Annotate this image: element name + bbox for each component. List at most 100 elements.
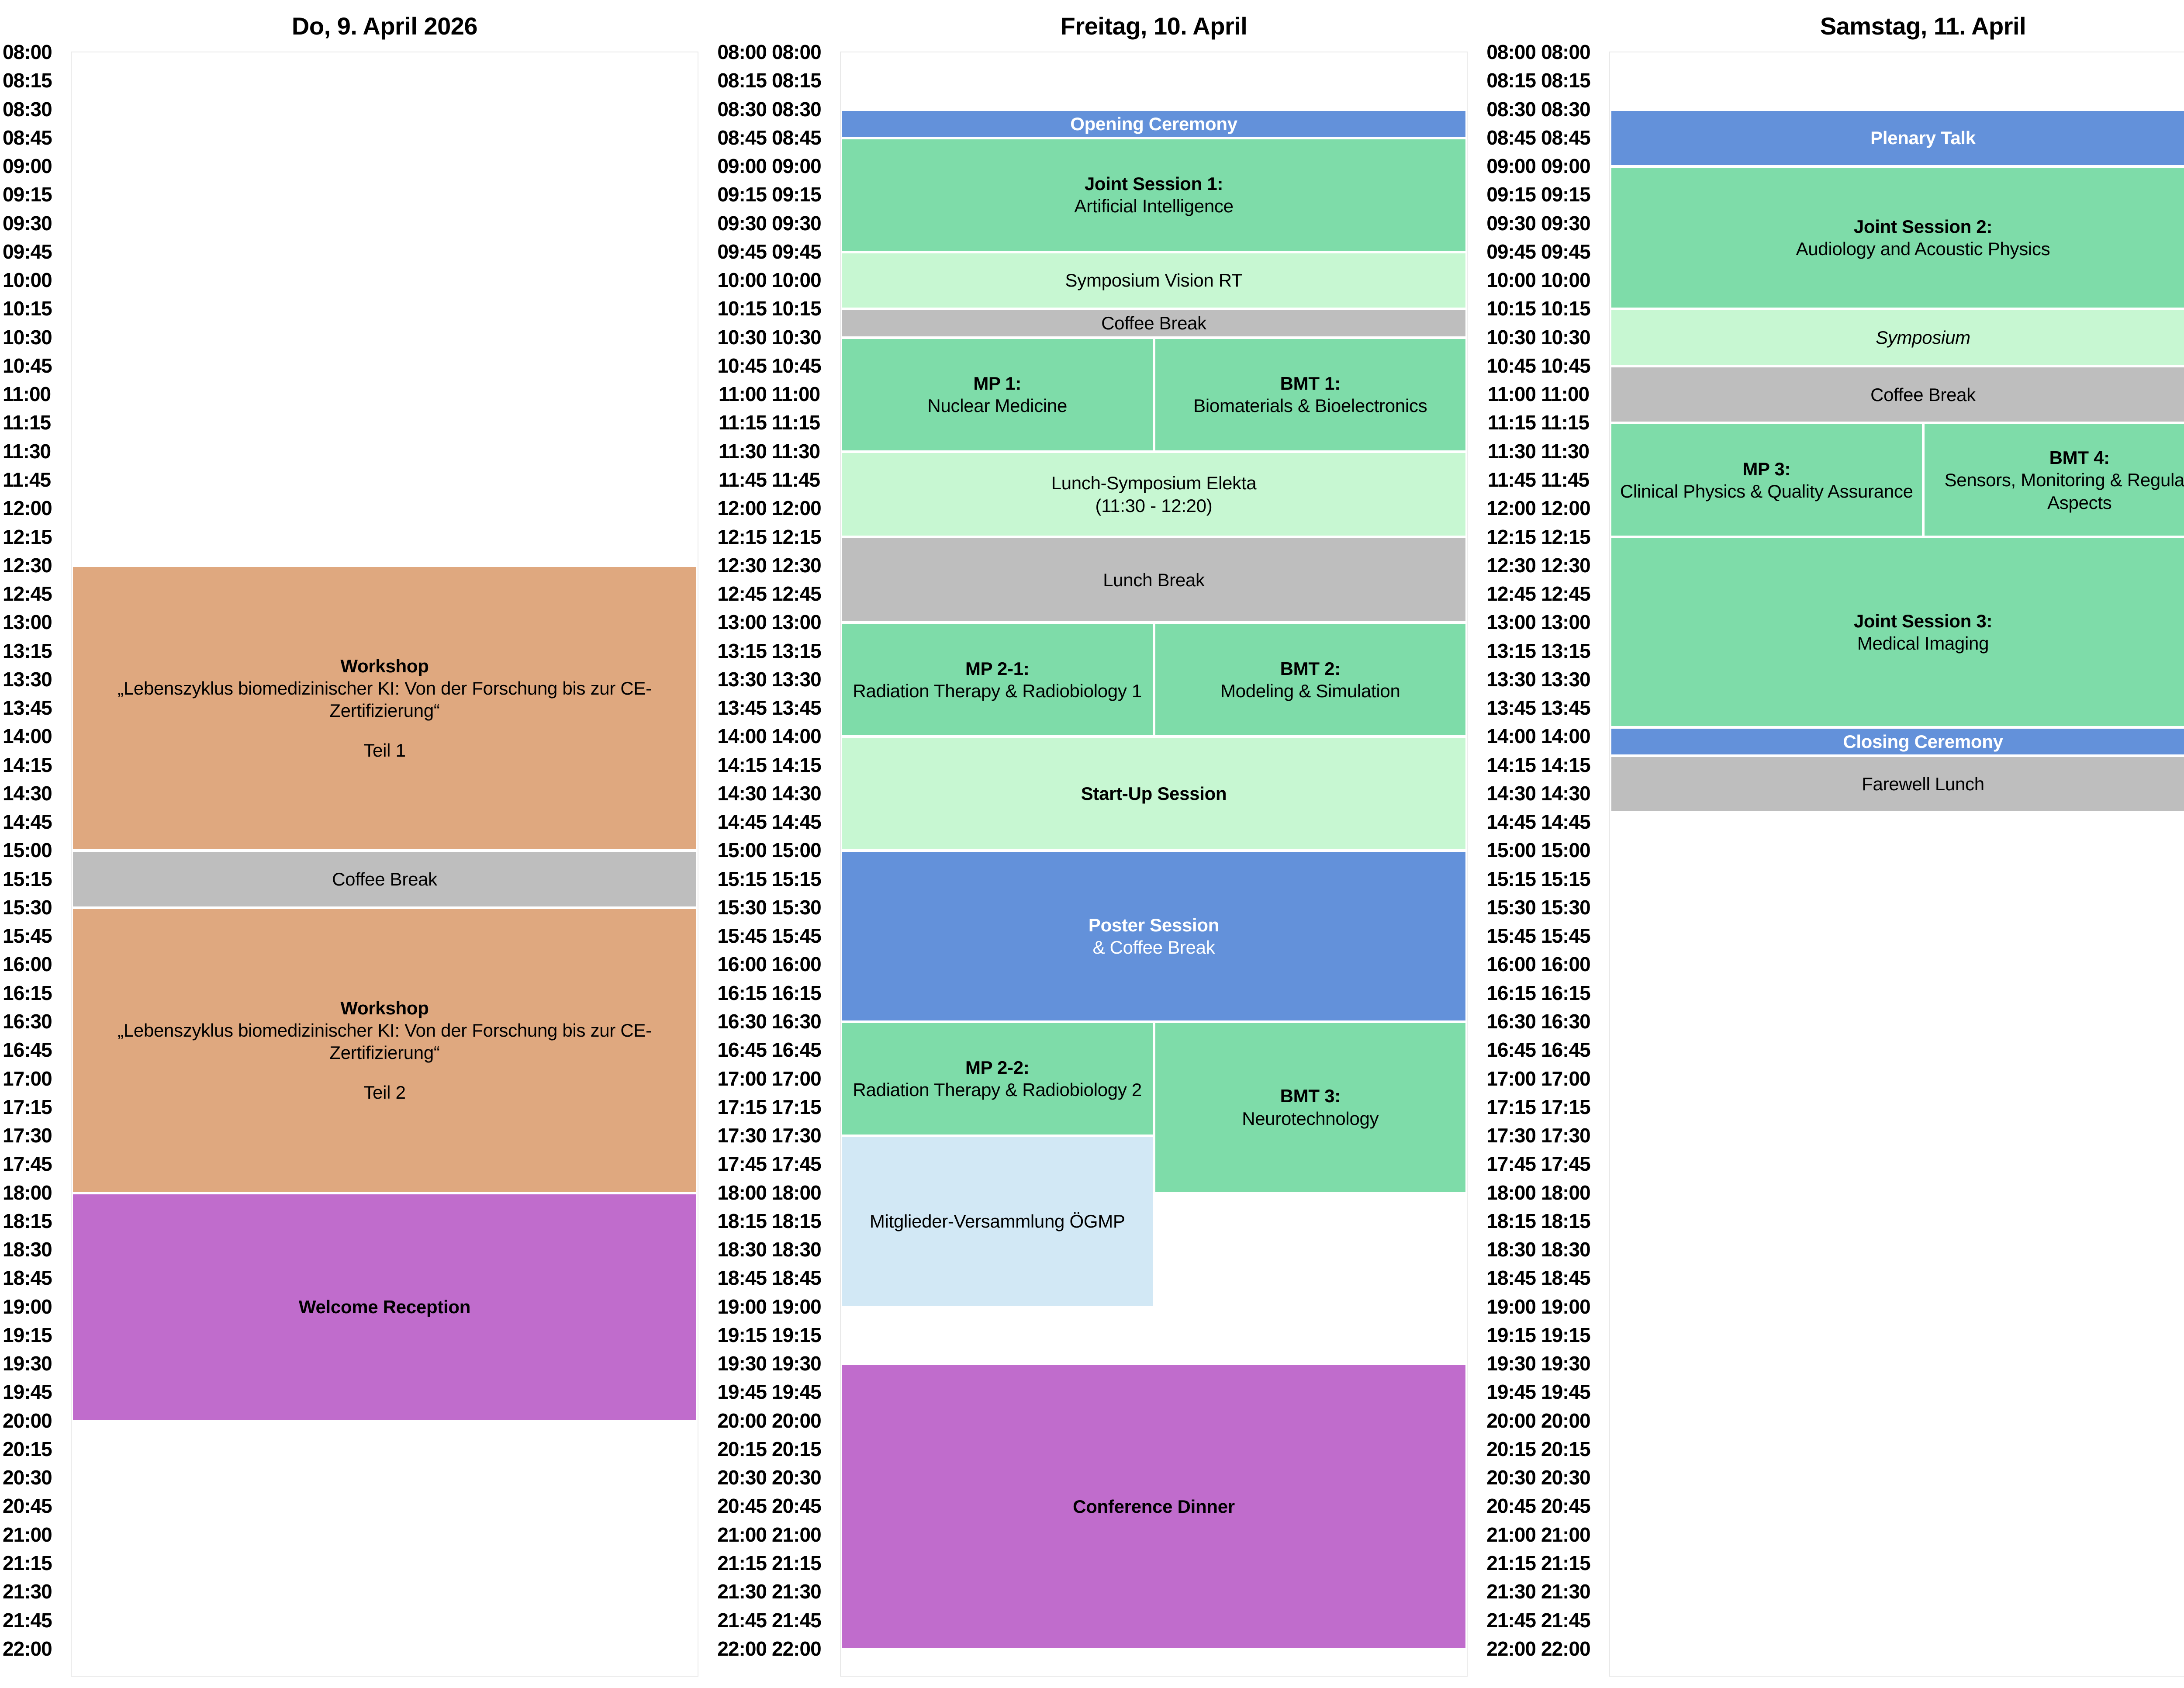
schedule-event[interactable]: Farewell Lunch [1610,755,2184,813]
schedule-event[interactable]: Joint Session 2:Audiology and Acoustic P… [1610,166,2184,309]
schedule-event[interactable]: Opening Ceremony [841,109,1467,138]
time-label: 12:45 [717,582,767,605]
time-label: 11:30 [718,439,767,463]
time-label: 13:15 [1541,639,1591,662]
event-subtitle: Radiation Therapy & Radiobiology 1 [853,680,1142,701]
time-label: 19:00 [1486,1295,1536,1318]
time-label: 10:30 [3,325,52,349]
time-label: 16:45 [1541,1038,1591,1062]
time-label: 20:00 [3,1409,52,1432]
time-label: 10:15 [717,297,767,320]
schedule-event[interactable]: Lunch Break [841,537,1467,623]
time-label: 11:00 [1541,383,1590,406]
time-label: 21:00 [3,1523,52,1546]
time-label: 16:00 [717,953,767,976]
time-label: 12:15 [1486,525,1536,548]
time-label: 13:45 [1541,696,1591,719]
schedule-event[interactable]: MP 1:Nuclear Medicine [841,337,1154,452]
schedule-event[interactable]: MP 2-1:Radiation Therapy & Radiobiology … [841,623,1154,737]
schedule-event[interactable]: Mitglieder-Versammlung ÖGMP [841,1136,1154,1307]
schedule-event[interactable]: Coffee Break [72,851,698,908]
time-label: 11:45 [1541,468,1590,491]
time-label: 09:30 [1486,211,1536,235]
time-label: 15:30 [1486,896,1536,919]
time-label: 15:30 [1541,896,1591,919]
time-label: 16:45 [3,1038,52,1062]
time-label: 09:15 [3,183,52,206]
schedule-event[interactable]: Symposium Vision RT [841,252,1467,309]
event-title: BMT 3: [1280,1086,1341,1107]
schedule-event[interactable]: Joint Session 3:Medical Imaging [1610,537,2184,727]
time-label: 08:30 [1486,97,1536,121]
event-title: Conference Dinner [1073,1496,1235,1517]
event-title: MP 1: [973,373,1022,394]
schedule-event[interactable]: MP 3:Clinical Physics & Quality Assuranc… [1610,423,1923,537]
schedule-event[interactable]: Coffee Break [1610,366,2184,423]
time-label: 08:15 [772,69,822,92]
time-label: 11:15 [1541,411,1590,434]
time-label: 20:45 [1541,1494,1591,1518]
time-label: 21:00 [772,1523,822,1546]
time-label: 16:45 [1486,1038,1536,1062]
event-part-label: Teil 1 [363,740,406,761]
time-label: 20:15 [1486,1437,1536,1460]
time-label: 16:15 [1486,981,1536,1004]
time-label: 08:00 [717,41,767,64]
time-label: 09:00 [1541,155,1591,178]
schedule-event[interactable]: BMT 2:Modeling & Simulation [1154,623,1467,737]
time-label: 21:00 [717,1523,767,1546]
time-label: 18:30 [1541,1238,1591,1261]
time-label: 13:15 [3,639,52,662]
time-label: 15:45 [717,924,767,948]
event-title: Workshop [340,655,429,676]
event-subtitle: Artificial Intelligence [1074,196,1234,217]
time-label: 22:00 [772,1637,822,1660]
schedule-event[interactable]: Joint Session 1:Artificial Intelligence [841,138,1467,252]
time-label: 10:00 [1541,269,1591,292]
event-title: MP 2-1: [965,658,1030,679]
schedule-event[interactable]: Symposium [1610,309,2184,366]
time-label: 21:00 [1541,1523,1591,1546]
time-label: 11:00 [3,383,51,406]
schedule-event[interactable]: Plenary Talk [1610,109,2184,167]
time-label: 18:30 [717,1238,767,1261]
event-title: Joint Session 2: [1853,216,1993,237]
schedule-event[interactable]: BMT 4:Sensors, Monitoring & Regulatory A… [1923,423,2184,537]
time-label: 12:30 [717,553,767,577]
time-label: 12:30 [1486,553,1536,577]
event-title: BMT 1: [1280,373,1341,394]
time-label: 13:15 [1486,639,1536,662]
time-label: 13:15 [717,639,767,662]
time-label: 10:45 [772,354,822,377]
time-label: 08:00 [1486,41,1536,64]
schedule-event[interactable]: Workshop„Lebenszyklus biomedizinischer K… [72,565,698,851]
schedule-event[interactable]: Start-Up Session [841,737,1467,851]
schedule-event[interactable]: Workshop„Lebenszyklus biomedizinischer K… [72,907,698,1193]
time-label: 12:15 [772,525,822,548]
event-subtitle: & Coffee Break [1092,937,1215,958]
event-title: Closing Ceremony [1843,731,2003,752]
schedule-event[interactable]: Closing Ceremony [1610,727,2184,756]
schedule-event[interactable]: Coffee Break [841,309,1467,338]
time-label: 18:15 [3,1209,52,1232]
time-label: 11:30 [772,439,820,463]
schedule-event[interactable]: BMT 3:Neurotechnology [1154,1021,1467,1193]
time-label: 14:00 [772,725,822,748]
time-label: 15:15 [3,867,52,890]
time-label: 19:30 [1486,1352,1536,1375]
time-label: 18:15 [772,1209,822,1232]
schedule-event[interactable]: Lunch-Symposium Elekta(11:30 - 12:20) [841,451,1467,537]
schedule-event[interactable]: MP 2-2:Radiation Therapy & Radiobiology … [841,1021,1154,1136]
schedule-event[interactable]: Conference Dinner [841,1364,1467,1649]
event-title: Symposium Vision RT [1065,270,1243,291]
schedule-event[interactable]: Poster Session& Coffee Break [841,851,1467,1022]
schedule-event[interactable]: Welcome Reception [72,1193,698,1421]
schedule-event[interactable]: BMT 1:Biomaterials & Bioelectronics [1154,337,1467,452]
event-subtitle: Nuclear Medicine [927,395,1068,416]
time-label: 21:30 [3,1580,52,1603]
event-title: Coffee Break [332,869,437,889]
time-label: 11:15 [718,411,767,434]
